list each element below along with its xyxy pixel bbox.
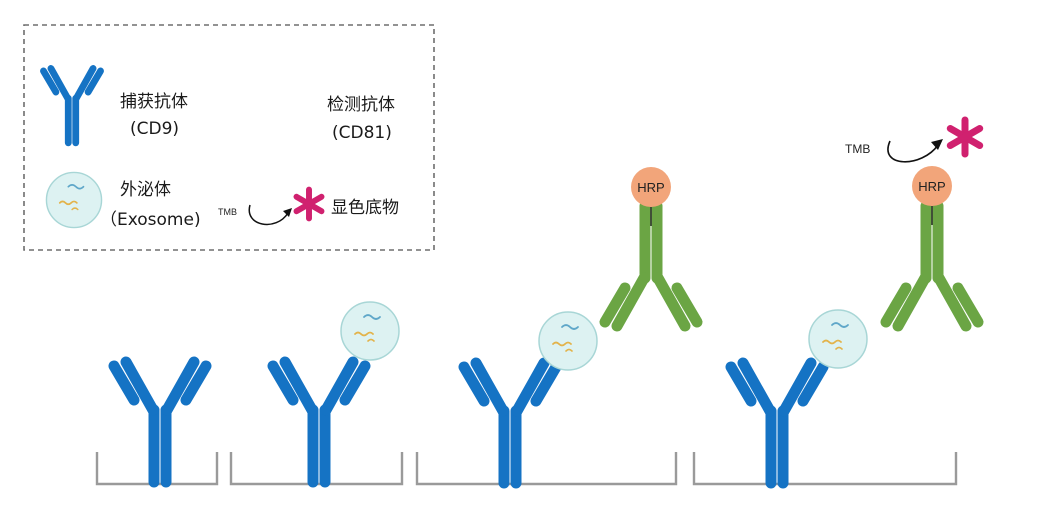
well-3 [415, 452, 678, 486]
arrowhead-icon [931, 139, 943, 150]
signal-star-icon [950, 120, 979, 154]
substrate-label: 显色底物 [331, 198, 399, 218]
exosome [808, 309, 868, 369]
step-3: HRP [464, 167, 697, 483]
wells [95, 452, 958, 486]
legend-arrowhead-icon [283, 208, 292, 217]
step-4: HRP TMB [731, 120, 980, 483]
reaction-arrow [887, 140, 939, 163]
exosome-code: （Exosome) [100, 210, 201, 230]
legend-box: 捕获抗体 (CD9) 检测抗体 (CD81) 外泌体 （Exosome) TMB… [23, 24, 435, 251]
exosome-label: 外泌体 [120, 180, 171, 200]
capture-antibody [273, 362, 365, 482]
step-1 [114, 362, 206, 482]
legend-tmb-label: TMB [218, 207, 237, 217]
detection-antibody-label: 检测抗体 [327, 95, 395, 115]
hrp-label: HRP [637, 180, 664, 195]
capture-antibody-code: (CD9) [130, 119, 179, 139]
hrp-enzyme: HRP [631, 167, 671, 207]
legend-exosome: 外泌体 （Exosome) [45, 171, 201, 230]
exosome-icon [45, 171, 103, 229]
hrp-enzyme: HRP [912, 166, 952, 206]
step-2 [273, 301, 400, 482]
capture-antibody-label: 捕获抗体 [120, 92, 188, 112]
legend-reaction-arrow [248, 204, 289, 226]
capture-antibody [731, 363, 823, 483]
legend-substrate: TMB 显色底物 [218, 190, 399, 226]
exosome [340, 301, 400, 361]
capture-antibody [114, 362, 206, 482]
detection-antibody-code: (CD81) [332, 123, 392, 143]
tmb-label: TMB [845, 142, 870, 156]
exosome [538, 311, 598, 371]
legend-capture-antibody: 捕获抗体 (CD9) [43, 68, 188, 142]
legend-detection-antibody: 检测抗体 (CD81) [327, 95, 395, 143]
well-4 [692, 452, 958, 486]
capture-antibody [464, 363, 556, 483]
hrp-label: HRP [918, 179, 945, 194]
